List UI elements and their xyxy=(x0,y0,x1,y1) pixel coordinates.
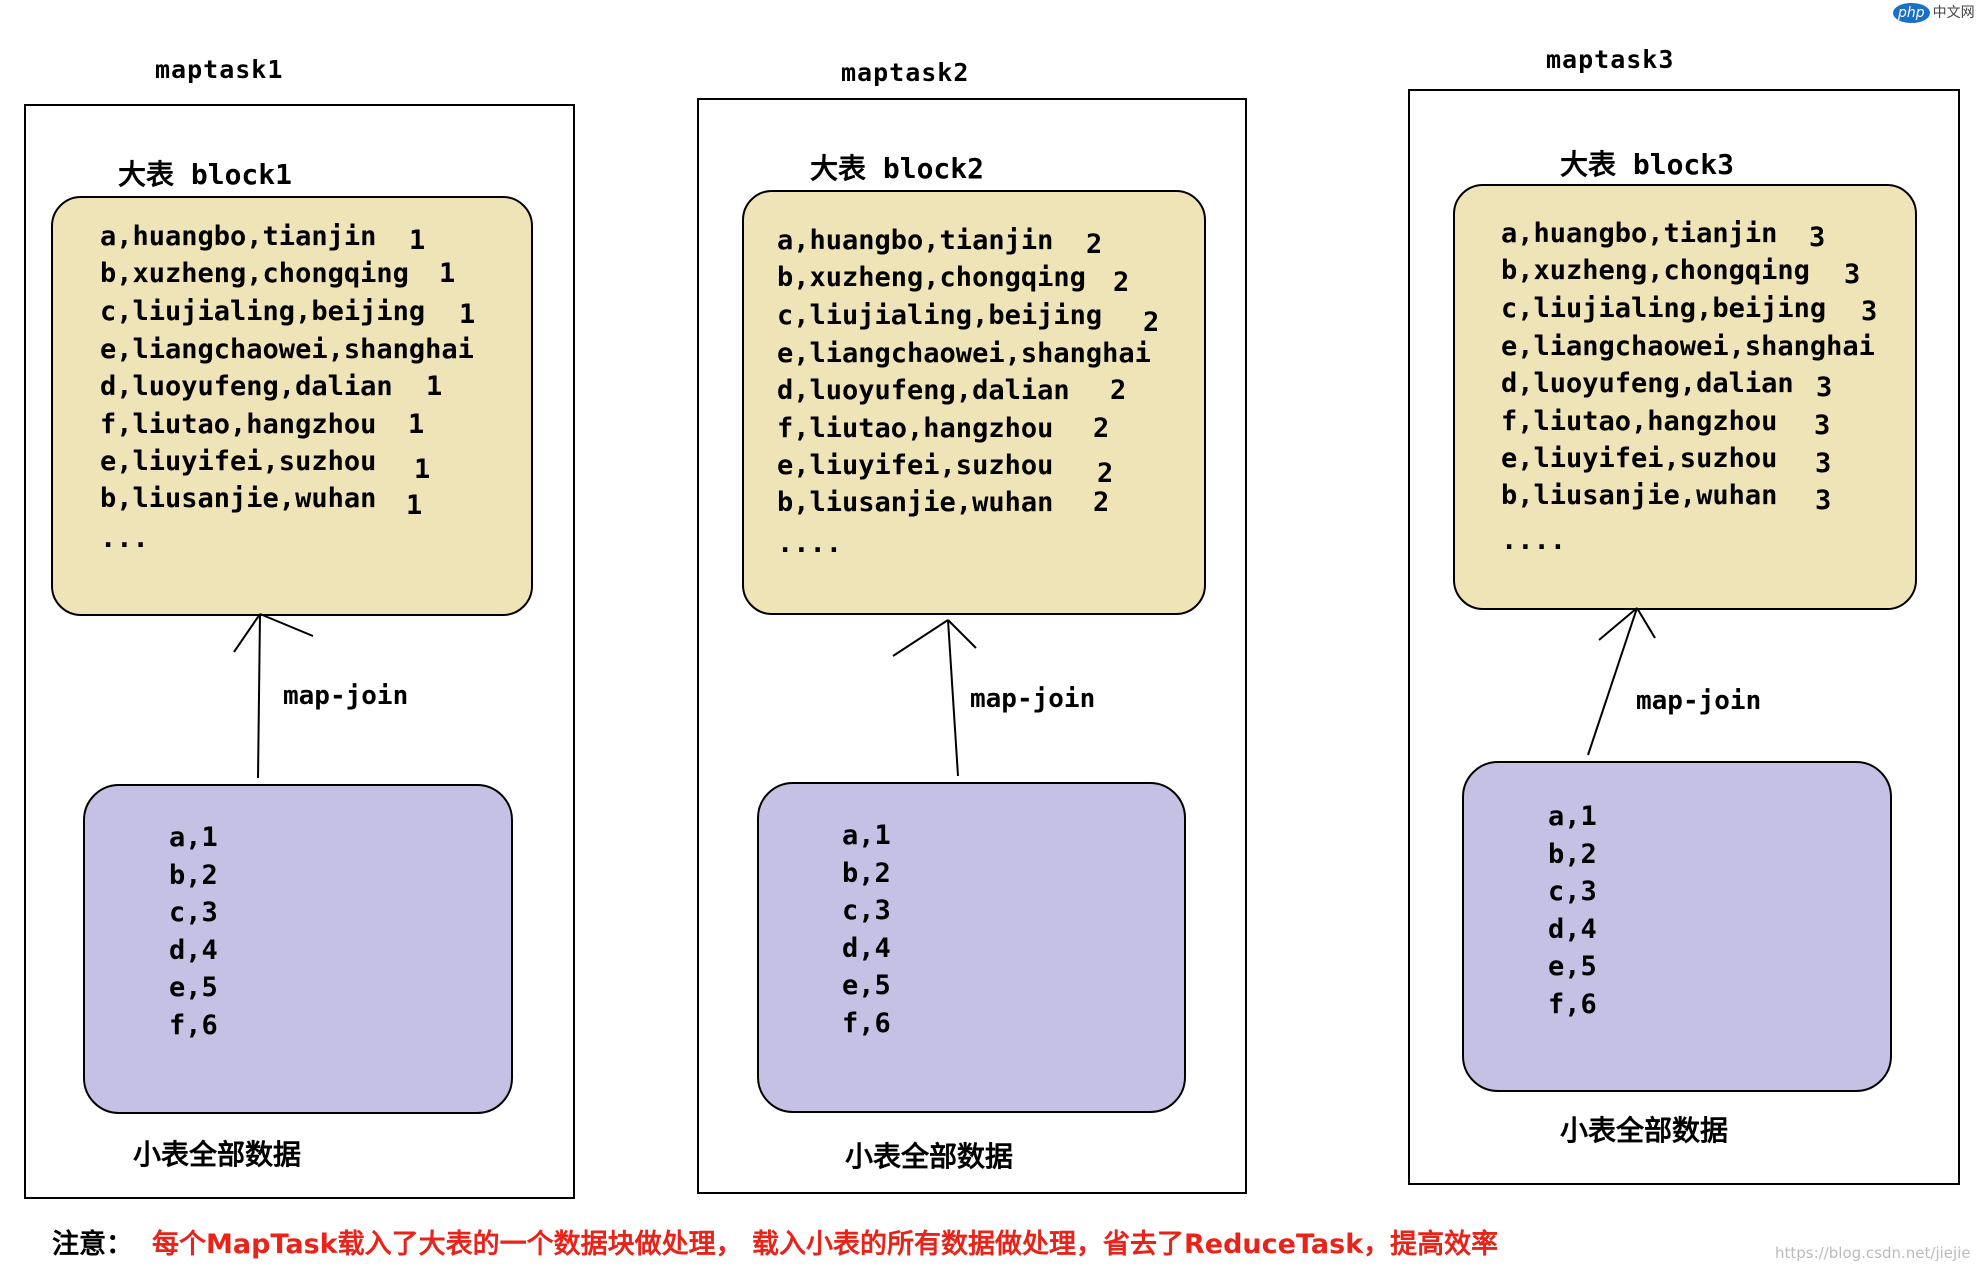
big-table-block: a,huangbo,tianjin 3 b,xuzheng,chongqing … xyxy=(1453,184,1917,610)
small-row: d,4 xyxy=(169,935,218,966)
big-table-block-label: 大表 block1 xyxy=(118,158,293,191)
block-number: 3 xyxy=(1815,448,1832,479)
small-table-caption: 小表全部数据 xyxy=(133,1138,302,1171)
ellipsis: ... xyxy=(100,523,149,554)
arrow-up-icon xyxy=(892,619,977,777)
map-join-label: map-join xyxy=(283,681,409,711)
data-row: b,xuzheng,chongqing xyxy=(777,262,1086,293)
data-row: f,liutao,hangzhou xyxy=(1501,406,1778,437)
small-table-box: a,1 b,2 c,3 d,4 e,5 f,6 xyxy=(757,782,1186,1113)
note-text: 每个MapTask载入了大表的一个数据块做处理， 载入小表的所有数据做处理，省去… xyxy=(152,1229,1499,1260)
data-row: b,xuzheng,chongqing xyxy=(1501,255,1810,286)
small-row: f,6 xyxy=(842,1008,891,1039)
small-row: b,2 xyxy=(842,858,891,889)
data-row: e,liangchaowei,shanghai xyxy=(777,338,1151,369)
data-row: c,liujialing,beijing xyxy=(1501,293,1827,324)
small-row: e,5 xyxy=(842,970,891,1001)
data-row: c,liujialing,beijing xyxy=(777,300,1103,331)
small-row: f,6 xyxy=(1548,989,1597,1020)
data-row: e,liangchaowei,shanghai xyxy=(100,334,474,365)
big-table-block-label: 大表 block2 xyxy=(810,152,985,185)
data-row: e,liangchaowei,shanghai xyxy=(1501,331,1875,362)
small-row: c,3 xyxy=(842,895,891,926)
data-row: e,liuyifei,suzhou xyxy=(1501,443,1778,474)
data-row: b,xuzheng,chongqing xyxy=(100,258,409,289)
watermark: https://blog.csdn.net/jiejie xyxy=(1775,1244,1971,1262)
small-row: e,5 xyxy=(1548,951,1597,982)
data-row: b,liusanjie,wuhan xyxy=(100,483,377,514)
small-table-caption: 小表全部数据 xyxy=(1560,1114,1729,1147)
small-row: b,2 xyxy=(169,860,218,891)
data-row: f,liutao,hangzhou xyxy=(777,413,1054,444)
data-row: a,huangbo,tianjin xyxy=(1501,218,1778,249)
block-number: 2 xyxy=(1097,458,1114,489)
maptask-title: maptask2 xyxy=(841,58,970,87)
block-number: 2 xyxy=(1086,229,1103,260)
php-logo-icon: php xyxy=(1893,3,1930,23)
small-row: f,6 xyxy=(169,1010,218,1041)
block-number: 1 xyxy=(409,225,426,256)
small-row: a,1 xyxy=(842,820,891,851)
block-number: 1 xyxy=(459,299,476,330)
small-row: c,3 xyxy=(1548,876,1597,907)
arrow-up-icon xyxy=(233,613,314,779)
small-row: a,1 xyxy=(1548,801,1597,832)
small-row: e,5 xyxy=(169,972,218,1003)
ellipsis: .... xyxy=(1501,525,1567,556)
data-row: d,luoyufeng,dalian xyxy=(1501,368,1794,399)
small-row: b,2 xyxy=(1548,839,1597,870)
block-number: 1 xyxy=(406,490,423,521)
map-join-label: map-join xyxy=(1636,686,1762,716)
block-number: 3 xyxy=(1815,485,1832,516)
block-number: 2 xyxy=(1143,307,1160,338)
block-number: 1 xyxy=(408,409,425,440)
ellipsis: .... xyxy=(777,528,843,559)
block-number: 3 xyxy=(1814,410,1831,441)
map-join-label: map-join xyxy=(970,684,1096,714)
block-number: 2 xyxy=(1093,487,1110,518)
data-row: b,liusanjie,wuhan xyxy=(1501,480,1778,511)
small-table-caption: 小表全部数据 xyxy=(845,1140,1014,1173)
maptask-title: maptask1 xyxy=(155,55,284,84)
big-table-block: a,huangbo,tianjin 2 b,xuzheng,chongqing … xyxy=(742,190,1206,615)
small-row: a,1 xyxy=(169,822,218,853)
block-number: 2 xyxy=(1093,413,1110,444)
block-number: 3 xyxy=(1816,372,1833,403)
small-row: d,4 xyxy=(1548,914,1597,945)
data-row: f,liutao,hangzhou xyxy=(100,409,377,440)
data-row: e,liuyifei,suzhou xyxy=(777,450,1054,481)
data-row: a,huangbo,tianjin xyxy=(100,221,377,252)
small-table-box: a,1 b,2 c,3 d,4 e,5 f,6 xyxy=(83,784,513,1114)
small-row: d,4 xyxy=(842,933,891,964)
block-number: 3 xyxy=(1844,259,1861,290)
maptask-title: maptask3 xyxy=(1546,45,1675,74)
data-row: d,luoyufeng,dalian xyxy=(100,371,393,402)
note-label: 注意： xyxy=(52,1229,133,1260)
small-row: c,3 xyxy=(169,897,218,928)
small-table-box: a,1 b,2 c,3 d,4 e,5 f,6 xyxy=(1462,761,1892,1092)
big-table-block-label: 大表 block3 xyxy=(1560,148,1735,181)
block-number: 3 xyxy=(1809,222,1826,253)
block-number: 1 xyxy=(439,258,456,289)
block-number: 2 xyxy=(1113,267,1130,298)
block-number: 3 xyxy=(1861,296,1878,327)
data-row: b,liusanjie,wuhan xyxy=(777,487,1054,518)
block-number: 2 xyxy=(1110,375,1127,406)
data-row: a,huangbo,tianjin xyxy=(777,225,1054,256)
block-number: 1 xyxy=(414,454,431,485)
data-row: d,luoyufeng,dalian xyxy=(777,375,1070,406)
data-row: c,liujialing,beijing xyxy=(100,296,426,327)
arrow-up-icon xyxy=(1587,607,1656,756)
block-number: 1 xyxy=(426,371,443,402)
big-table-block: a,huangbo,tianjin 1 b,xuzheng,chongqing … xyxy=(51,196,533,616)
data-row: e,liuyifei,suzhou xyxy=(100,446,377,477)
